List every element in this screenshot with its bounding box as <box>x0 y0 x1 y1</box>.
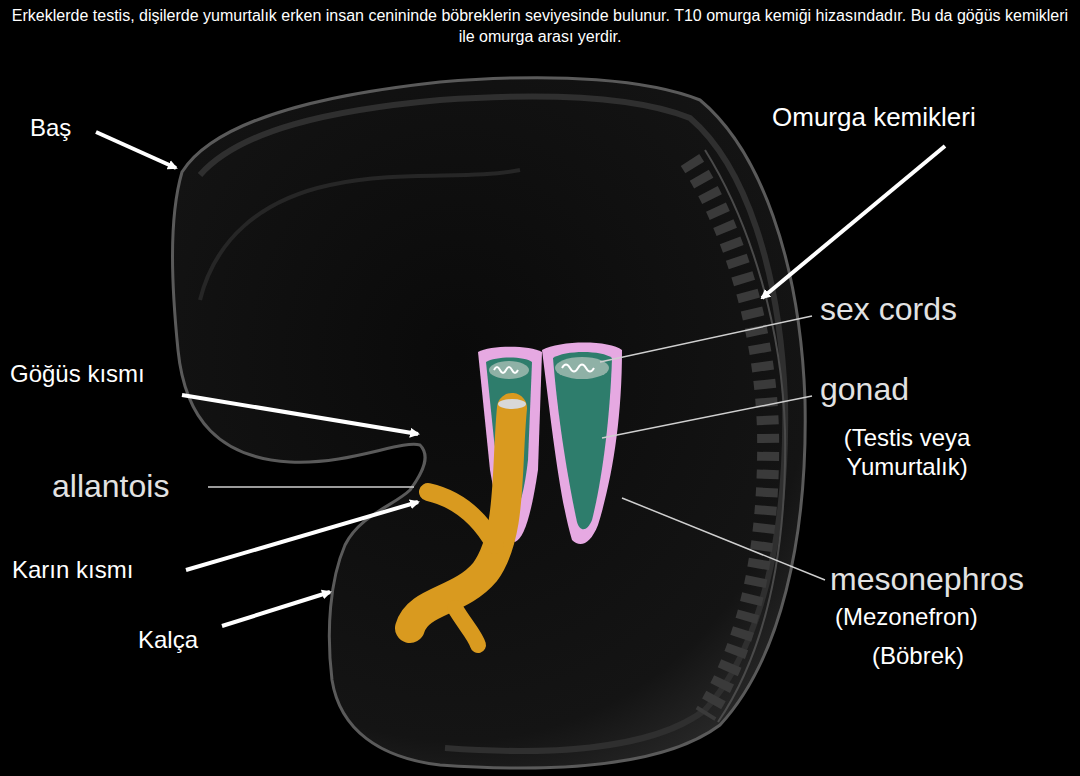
term-label: allantois <box>52 467 169 505</box>
sex-cords-squiggle <box>494 365 594 374</box>
part-label: Kalça <box>138 626 198 655</box>
gonad-right <box>553 352 612 529</box>
allantois-opening <box>498 399 526 409</box>
term-label: sex cords <box>820 290 957 328</box>
part-label: (Mezonefron) <box>835 603 978 632</box>
term-label: gonad <box>820 370 909 408</box>
part-label: (Böbrek) <box>872 642 964 671</box>
part-label: Omurga kemikleri <box>772 102 976 133</box>
part-label: (Testis veya Yumurtalık) <box>812 424 1002 482</box>
allantois-tube <box>410 408 512 628</box>
mesonephros-right <box>542 343 622 545</box>
leader-lines <box>208 316 825 580</box>
term-label: mesonephros <box>830 560 1024 598</box>
hindgut <box>455 608 478 645</box>
part-label: Baş <box>30 114 71 143</box>
embryo-outline <box>173 78 806 768</box>
allantois-branch <box>428 492 495 545</box>
head-lobe-line <box>200 170 520 300</box>
pointer-arrows <box>96 132 945 626</box>
part-label: Karın kısmı <box>12 556 133 585</box>
spine-edge <box>705 150 785 722</box>
title-note: Erkeklerde testis, dişilerde yumurtalık … <box>10 6 1070 48</box>
embryo-inner-edge <box>200 97 785 751</box>
part-label: Göğüs kısmı <box>10 360 145 389</box>
vertebrae <box>690 160 768 715</box>
